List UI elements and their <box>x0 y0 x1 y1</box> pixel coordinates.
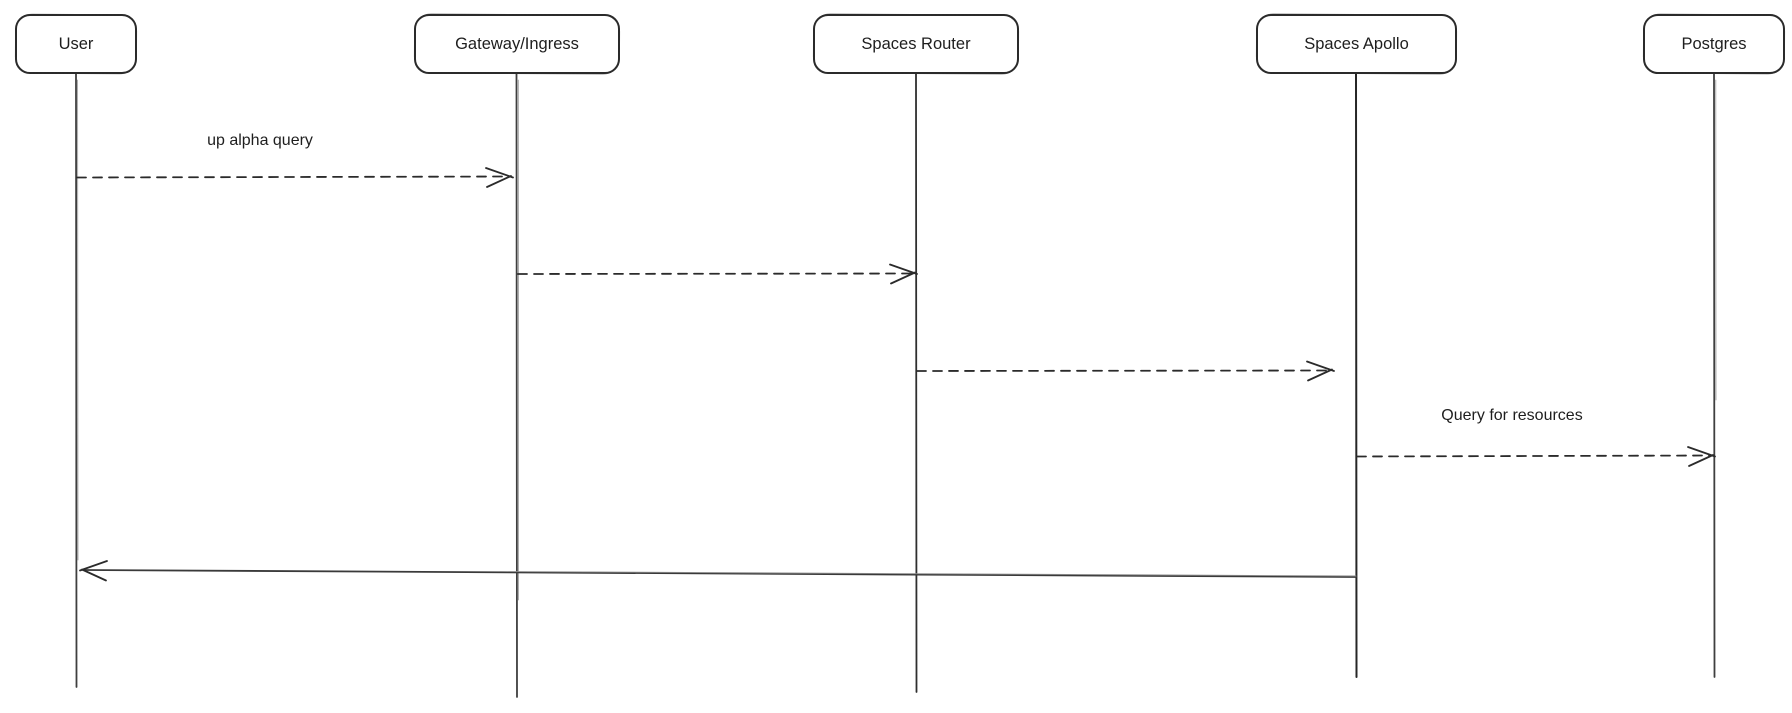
actor-user: User <box>15 14 137 74</box>
arrowhead-icon <box>79 560 108 582</box>
actor-spaces-apollo: Spaces Apollo <box>1256 14 1457 74</box>
actor-gateway-label: Gateway/Ingress <box>455 34 579 53</box>
lifeline-postgres <box>1713 72 1717 678</box>
actor-postgres: Postgres <box>1643 14 1785 74</box>
actor-spaces-router: Spaces Router <box>813 14 1019 74</box>
actor-spaces-router-label: Spaces Router <box>861 34 971 53</box>
message-label-up-alpha-query: up alpha query <box>207 132 313 149</box>
arrowhead-icon <box>1687 446 1716 467</box>
message-arrow-query-for-resources <box>1356 446 1716 467</box>
lifeline-gateway <box>515 73 519 698</box>
message-arrow-router-to-apollo <box>916 360 1335 382</box>
actor-postgres-label: Postgres <box>1681 34 1747 53</box>
lifeline-user <box>75 73 79 688</box>
arrowhead-icon <box>485 167 514 188</box>
message-label-query-for-resources: Query for resources <box>1441 407 1583 424</box>
actor-user-label: User <box>58 34 94 53</box>
lifeline-spaces-apollo <box>1355 71 1358 678</box>
actor-spaces-apollo-label: Spaces Apollo <box>1304 34 1409 53</box>
arrowhead-icon <box>1306 360 1335 382</box>
actor-gateway: Gateway/Ingress <box>414 14 620 74</box>
message-arrow-return-to-user <box>79 560 1357 582</box>
lifeline-spaces-router <box>915 72 918 693</box>
arrowhead-icon <box>889 263 918 285</box>
message-arrow-up-alpha-query <box>76 167 514 188</box>
message-arrow-gateway-to-router <box>517 263 918 285</box>
